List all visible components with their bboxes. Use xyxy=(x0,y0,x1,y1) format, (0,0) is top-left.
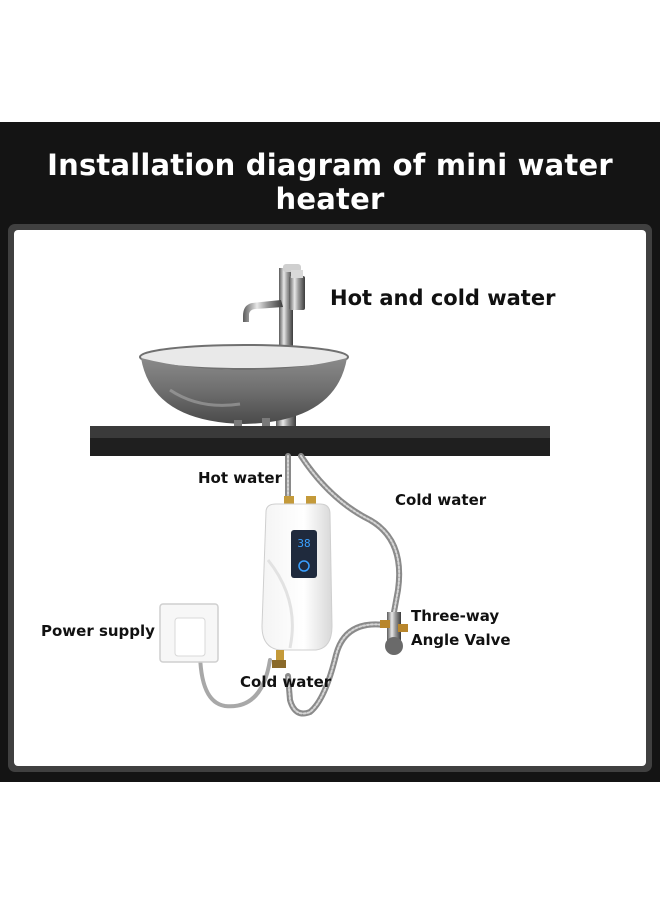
countertop xyxy=(90,426,550,456)
label-three-way: Three-way xyxy=(411,607,500,625)
mini-water-heater: 38 xyxy=(261,496,333,668)
power-socket xyxy=(159,603,219,663)
label-angle-valve: Angle Valve xyxy=(411,631,511,649)
label-cold-water-bottom: Cold water xyxy=(240,673,332,691)
power-icon xyxy=(298,560,310,572)
label-power-supply: Power supply xyxy=(41,622,155,640)
heater-display-readout: 38 xyxy=(297,537,310,550)
page-title: Installation diagram of mini water heate… xyxy=(47,148,613,216)
basin-bowl xyxy=(139,344,349,424)
label-cold-water-top: Cold water xyxy=(395,491,487,509)
hose-valve-to-heater xyxy=(285,621,388,717)
drain-stub xyxy=(234,420,242,430)
hose-cold-top xyxy=(298,453,403,615)
label-hot-and-cold-water: Hot and cold water xyxy=(330,286,556,310)
three-way-angle-valve xyxy=(380,612,408,655)
label-hot-water: Hot water xyxy=(198,469,282,487)
power-cable xyxy=(198,648,272,709)
drain-stub-2 xyxy=(262,418,270,430)
